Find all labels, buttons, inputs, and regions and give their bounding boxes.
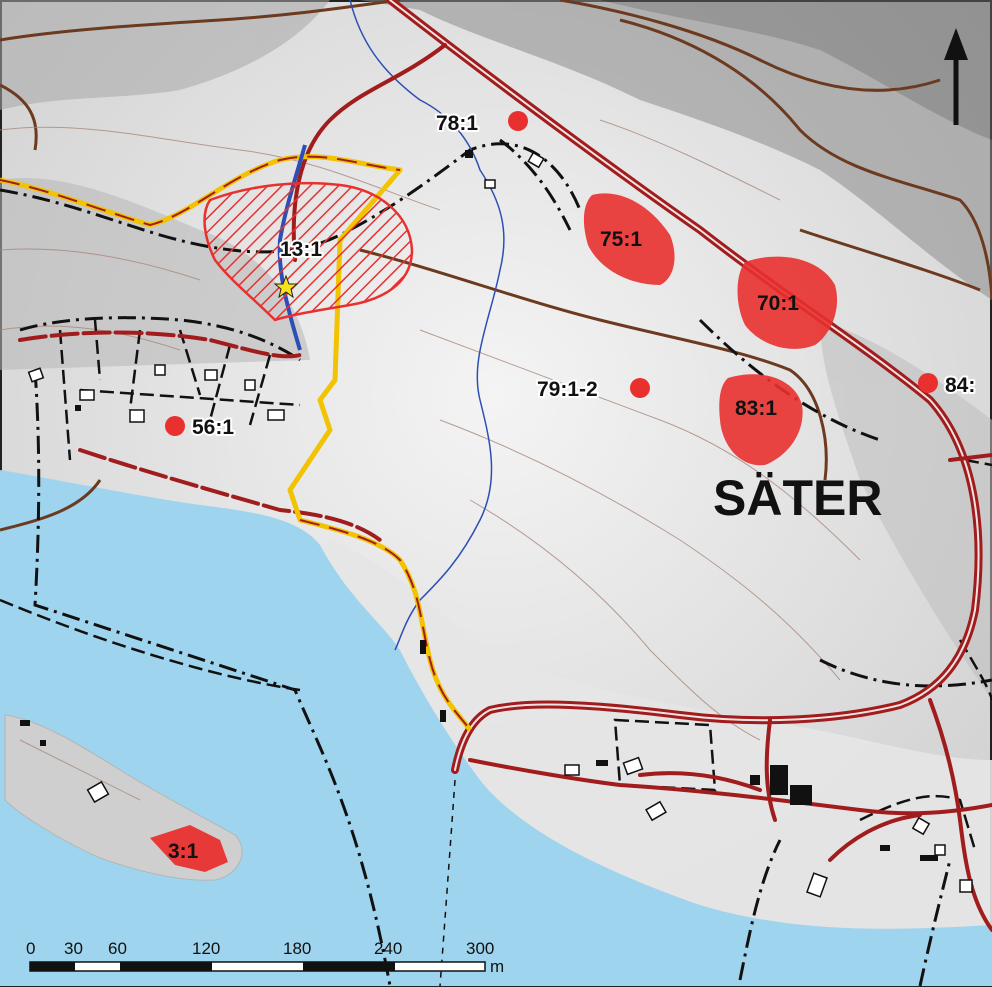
scale-tick-240: 240 <box>374 939 402 958</box>
scale-tick-60: 60 <box>108 939 127 958</box>
scale-bar: 0 30 60 120 180 240 300 m <box>26 939 504 976</box>
scale-tick-30: 30 <box>64 939 83 958</box>
contour-lines <box>0 0 992 532</box>
lake <box>0 470 992 986</box>
site-75-1-area <box>583 193 675 285</box>
trail-overlay <box>0 155 401 227</box>
sites <box>150 111 938 872</box>
stream <box>349 0 505 651</box>
place-label: SÄTER <box>713 470 882 526</box>
site-label-3-1: 3:1 <box>168 840 199 863</box>
shore-land <box>320 540 992 929</box>
site-label-83-1: 83:1 <box>735 397 777 420</box>
site-84-marker <box>918 373 938 393</box>
site-78-1-marker <box>508 111 528 131</box>
minor-contours <box>0 119 861 801</box>
site-label-75-1: 75:1 <box>600 228 642 251</box>
scale-unit: m <box>490 957 504 976</box>
site-83-1-area <box>719 374 803 466</box>
site-labels: 78:1 75:1 70:1 13:1 79:1-2 83:1 84: 56:1… <box>168 110 977 863</box>
site-79-1-2-marker <box>630 378 650 398</box>
site-label-13-1: 13:1 <box>280 238 322 261</box>
scale-tick-180: 180 <box>283 939 311 958</box>
scale-tick-120: 120 <box>192 939 220 958</box>
dark-buildings <box>20 150 938 861</box>
site-56-1-marker <box>165 416 185 436</box>
site-label-56-1: 56:1 <box>192 416 234 439</box>
roads <box>18 0 992 932</box>
scale-tick-0: 0 <box>26 939 35 958</box>
site-3-1-area <box>150 825 228 872</box>
site-13-1-area <box>203 181 414 322</box>
north-arrow-icon <box>944 28 968 125</box>
trail-overlay-south <box>299 519 471 731</box>
site-label-70-1: 70:1 <box>757 292 799 315</box>
star-icon <box>273 274 299 299</box>
hillshade <box>0 0 992 700</box>
site-label-84: 84: <box>945 374 975 397</box>
site-label-79-1-2: 79:1-2 <box>537 378 598 401</box>
scale-tick-300: 300 <box>466 939 494 958</box>
buildings <box>27 151 973 898</box>
site-label-78-1: 78:1 <box>436 112 478 135</box>
site-70-1-area <box>737 256 838 349</box>
